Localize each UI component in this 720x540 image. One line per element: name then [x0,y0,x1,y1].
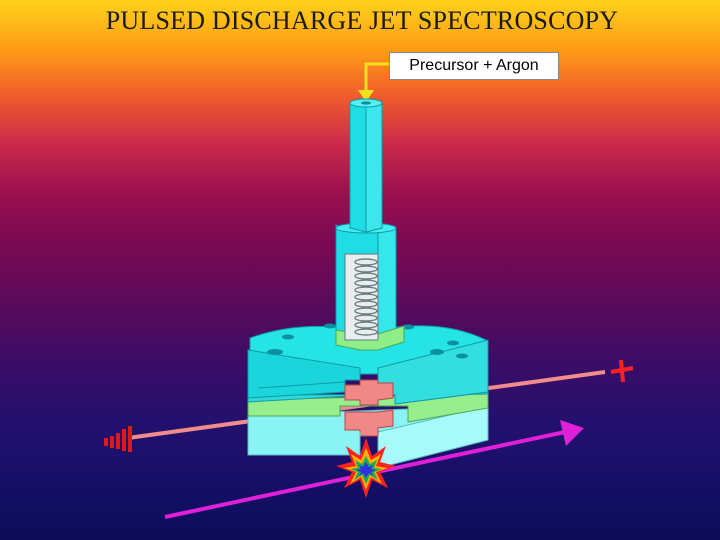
precursor-argon-label: Precursor + Argon [389,52,559,80]
gas-inlet-tube [349,98,383,233]
lower-housing [247,405,489,469]
starburst-icon [336,438,396,498]
spring-coil [354,258,378,336]
electrode-lower [344,409,394,437]
electrode-upper [344,379,394,406]
slide-title: PULSED DISCHARGE JET SPECTROSCOPY [105,6,619,35]
plus-icon [610,359,634,383]
pulse-ground-icon [104,426,132,452]
upper-housing [247,323,489,405]
feed-arrow-icon [358,62,389,102]
